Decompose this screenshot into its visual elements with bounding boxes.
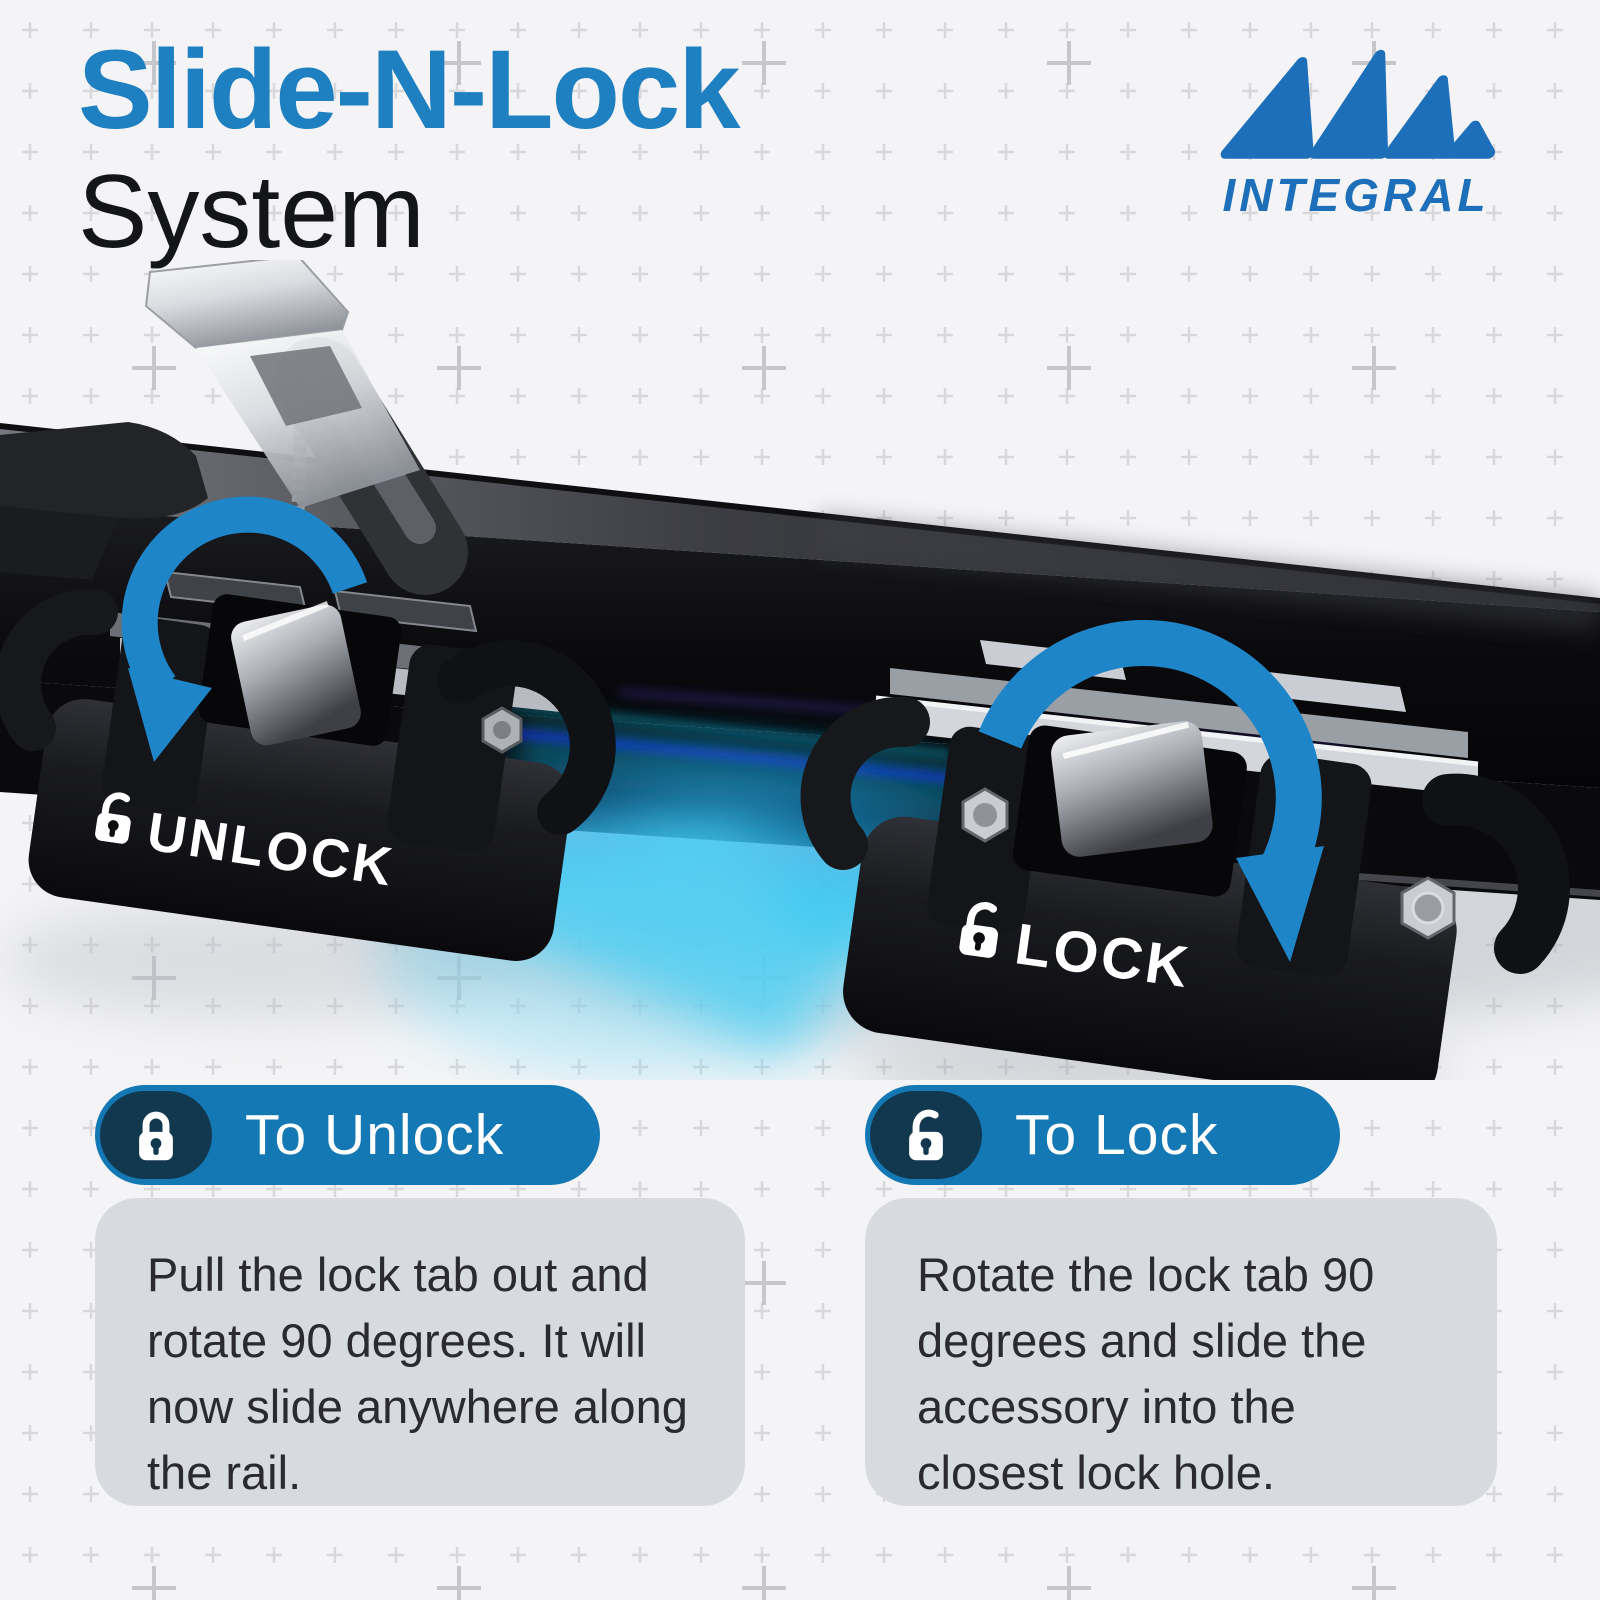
to-lock-pill: To Lock: [865, 1085, 1340, 1185]
right-hook: [437, 640, 616, 835]
lock-tab-knob: [1051, 721, 1213, 857]
page-title: Slide-N-Lock System: [78, 27, 741, 270]
hex-pin: [481, 706, 523, 754]
to-unlock-pill: To Unlock: [95, 1085, 600, 1185]
product-render: UNLOCK LOCK: [0, 260, 1600, 1080]
padlock-open-icon: [909, 1109, 943, 1161]
left-horn: [0, 588, 118, 751]
right-hook: [1422, 773, 1570, 974]
rotate-arrow-counterclockwise: [121, 496, 368, 762]
lock-tab-knob: [231, 604, 361, 746]
clamp-jaw: [0, 422, 208, 519]
logo-wordmark: INTEGRAL: [1222, 169, 1490, 221]
rotate-arrow-clockwise: [978, 619, 1324, 962]
lock-instruction-card: Rotate the lock tab 90 degrees and slide…: [865, 1198, 1497, 1506]
unlock-badge: [100, 1091, 212, 1179]
to-lock-label: To Lock: [1015, 1103, 1219, 1167]
title-line-1: Slide-N-Lock: [78, 27, 741, 152]
logo-mountains-icon: [1220, 49, 1496, 159]
unlock-instruction-text: Pull the lock tab out and rotate 90 degr…: [147, 1248, 688, 1499]
unlock-tab: UNLOCK: [0, 588, 616, 961]
unlock-instruction-card: Pull the lock tab out and rotate 90 degr…: [95, 1198, 745, 1506]
to-unlock-label: To Unlock: [245, 1103, 505, 1167]
padlock-closed-icon: [139, 1111, 173, 1161]
left-horn: [800, 696, 930, 870]
lock-instruction-text: Rotate the lock tab 90 degrees and slide…: [917, 1248, 1375, 1499]
mounting-clamp: [0, 260, 468, 595]
brand-logo: INTEGRAL: [1198, 48, 1514, 222]
hex-bolt-right: [1400, 876, 1456, 940]
lock-badge: [870, 1091, 982, 1179]
title-line-2: System: [78, 154, 425, 270]
hex-bolt-left: [961, 787, 1009, 843]
